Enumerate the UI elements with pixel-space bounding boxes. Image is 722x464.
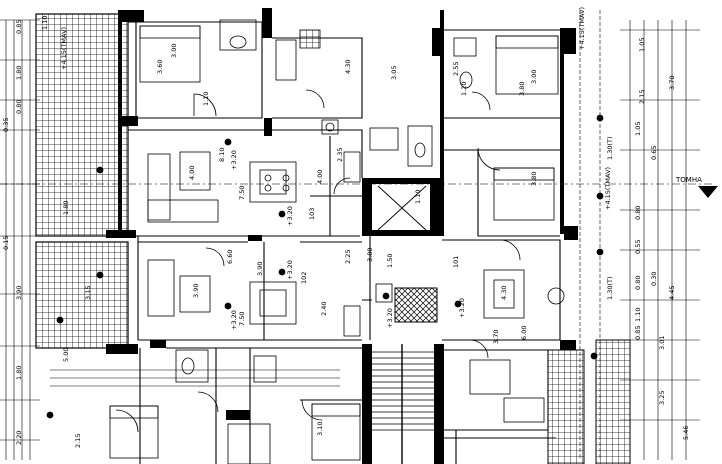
svg-text:0.15: 0.15 (2, 236, 10, 250)
svg-text:1.05: 1.05 (638, 38, 646, 52)
svg-text:1.05: 1.05 (634, 122, 642, 136)
svg-text:0.80: 0.80 (634, 276, 642, 290)
dimension-lines (0, 10, 712, 460)
svg-text:1.10: 1.10 (414, 190, 422, 204)
svg-text:3.05: 3.05 (390, 66, 398, 80)
svg-text:6.00: 6.00 (520, 326, 528, 340)
svg-text:7.50: 7.50 (238, 186, 246, 200)
svg-text:1.10: 1.10 (634, 308, 642, 322)
svg-text:1.80: 1.80 (15, 366, 23, 380)
svg-text:0.30: 0.30 (650, 272, 658, 286)
level-left-marker: +4.15(TMAV) (60, 27, 68, 70)
svg-text:2.20: 2.20 (15, 431, 23, 445)
section-label: TOMHA (675, 176, 702, 184)
section-arrow-icon (698, 186, 718, 198)
svg-text:0.80: 0.80 (634, 206, 642, 220)
floor-level: +3.20 (286, 260, 294, 280)
svg-text:0.80: 0.80 (15, 100, 23, 114)
floor-level: +3.20 (458, 298, 466, 318)
furniture (109, 25, 565, 461)
svg-text:3.00: 3.00 (530, 70, 538, 84)
svg-text:1.80: 1.80 (62, 201, 70, 215)
level-right-marker: +4.15(TMAV) (604, 167, 612, 210)
right-dimension-labels: 1.05 2.15 3.70 1.05 1.30(T) 0.65 0.80 0.… (606, 38, 690, 440)
svg-text:2.35: 2.35 (336, 148, 344, 162)
svg-text:5.46: 5.46 (682, 426, 690, 440)
door-swings (115, 89, 521, 433)
svg-text:3.01: 3.01 (658, 336, 666, 350)
svg-text:1.10: 1.10 (41, 16, 49, 30)
svg-text:2.15: 2.15 (638, 90, 646, 104)
floor-level: +3.20 (286, 206, 294, 226)
svg-text:1.80: 1.80 (15, 66, 23, 80)
walls (106, 8, 578, 464)
svg-text:0.55: 0.55 (634, 240, 642, 254)
svg-text:0.35: 0.35 (2, 118, 10, 132)
svg-text:0.65: 0.65 (650, 146, 658, 160)
svg-text:3.90: 3.90 (192, 284, 200, 298)
svg-text:4.00: 4.00 (188, 166, 196, 180)
unit-label: 103 (308, 208, 316, 220)
svg-text:3.25: 3.25 (658, 391, 666, 405)
svg-text:3.80: 3.80 (518, 82, 526, 96)
svg-text:4.00: 4.00 (316, 170, 324, 184)
svg-text:3.70: 3.70 (668, 76, 676, 90)
svg-text:1.30(T): 1.30(T) (606, 136, 614, 160)
svg-text:7.50: 7.50 (238, 312, 246, 326)
svg-text:6.60: 6.60 (226, 250, 234, 264)
svg-text:3.00: 3.00 (170, 44, 178, 58)
floor-level: +3.20 (230, 310, 238, 330)
level-markers (46, 114, 604, 419)
svg-text:1.10: 1.10 (202, 92, 210, 106)
terrace-hatching (35, 13, 631, 464)
svg-text:3.60: 3.60 (156, 60, 164, 74)
svg-text:3.90: 3.90 (15, 286, 23, 300)
svg-text:2.15: 2.15 (74, 434, 82, 448)
svg-text:5.00: 5.00 (62, 348, 70, 362)
svg-text:2.25: 2.25 (344, 250, 352, 264)
svg-text:3.80: 3.80 (366, 248, 374, 262)
svg-text:3.90: 3.90 (256, 262, 264, 276)
room-dimension-labels: 3.00 3.60 1.10 4.30 3.05 3.00 3.80 2.55 … (156, 44, 538, 436)
svg-text:3.80: 3.80 (530, 172, 538, 186)
svg-text:3.15: 3.15 (84, 286, 92, 300)
svg-text:4.30: 4.30 (500, 286, 508, 300)
svg-text:4.30: 4.30 (344, 60, 352, 74)
svg-text:3.70: 3.70 (492, 330, 500, 344)
staircase (372, 185, 434, 464)
unit-label: 101 (452, 256, 460, 268)
level-top-marker: +4.15(TMAV) (578, 7, 586, 50)
svg-text:2.55: 2.55 (452, 62, 460, 76)
floor-level: +3.20 (386, 308, 394, 328)
svg-text:2.40: 2.40 (320, 302, 328, 316)
partitions (128, 21, 561, 464)
svg-text:1.20: 1.20 (460, 82, 468, 96)
svg-text:1.30(T): 1.30(T) (606, 276, 614, 300)
svg-text:4.45: 4.45 (668, 286, 676, 300)
svg-text:1.50: 1.50 (386, 254, 394, 268)
svg-text:8.10: 8.10 (218, 148, 226, 162)
unit-label: 102 (300, 272, 308, 284)
svg-text:3.10: 3.10 (316, 422, 324, 436)
svg-text:0.85: 0.85 (634, 326, 642, 340)
left-dimension-labels: 0.85 1.80 0.80 0.35 0.15 3.90 3.15 1.80 … (2, 16, 92, 448)
floor-level: +3.20 (230, 150, 238, 170)
svg-text:0.85: 0.85 (15, 20, 23, 34)
sanitary-fixtures (175, 19, 477, 464)
